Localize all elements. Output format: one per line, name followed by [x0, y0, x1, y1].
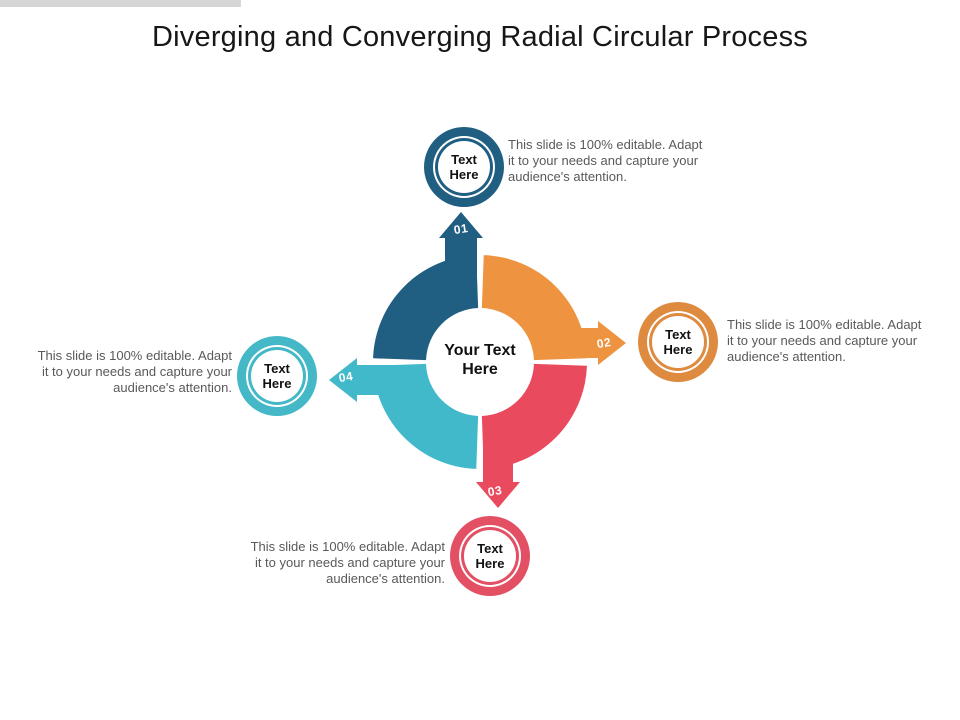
step-description-right: This slide is 100% editable. Adapt it to…: [727, 317, 922, 364]
step-badge-top: Text Here: [438, 141, 490, 193]
step-number-03: 03: [486, 482, 504, 500]
step-number-02: 02: [595, 334, 613, 352]
top-left-accent-bar: [0, 0, 241, 7]
radial-process-diagram: [329, 212, 626, 508]
step-badge-bottom: Text Here: [464, 530, 516, 582]
quadrant-bottom-left: [373, 363, 479, 469]
step-badge-right: Text Here: [652, 316, 704, 368]
quadrant-top-right: [481, 255, 587, 361]
step-badge-left: Text Here: [251, 350, 303, 402]
step-number-01: 01: [452, 220, 470, 238]
step-description-left: This slide is 100% editable. Adapt it to…: [37, 348, 232, 395]
center-text-placeholder: Your Text Here: [444, 342, 516, 378]
step-description-top: This slide is 100% editable. Adapt it to…: [508, 137, 703, 184]
page-title: Diverging and Converging Radial Circular…: [152, 21, 808, 53]
quadrant-bottom-right: [481, 363, 587, 469]
step-number-04: 04: [337, 368, 355, 386]
step-description-bottom: This slide is 100% editable. Adapt it to…: [250, 539, 445, 586]
quadrant-top-left: [373, 255, 479, 361]
